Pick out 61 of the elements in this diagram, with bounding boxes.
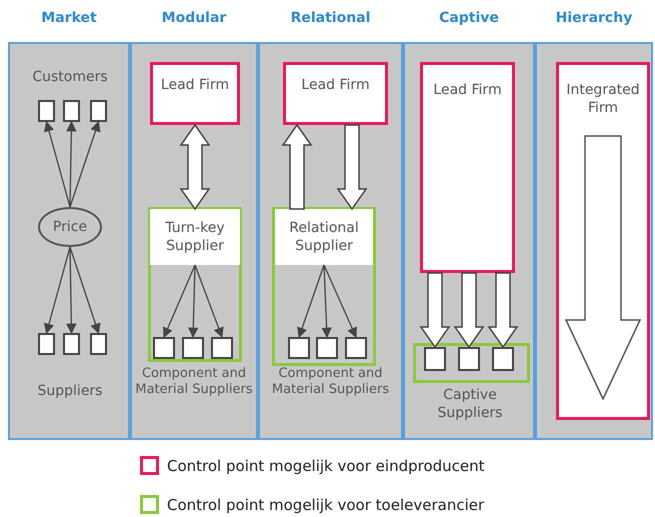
arrow (44, 246, 71, 334)
block-arrow (282, 124, 312, 210)
small-square (38, 333, 55, 355)
text-label: Captive Suppliers (436, 386, 504, 422)
column-header: Modular (160, 10, 228, 26)
small-square (153, 337, 175, 359)
text-label: Component and Material Suppliers (270, 366, 390, 398)
supplier-group-frame (272, 207, 376, 366)
arrow (194, 264, 224, 338)
arrow (323, 264, 357, 338)
small-square (38, 100, 55, 122)
node-label: Turn-key Supplier (164, 219, 226, 255)
supplier-box (150, 209, 240, 265)
firm-box (556, 62, 650, 420)
small-square (182, 337, 204, 359)
arrow (297, 264, 325, 338)
small-square (458, 347, 480, 371)
node-label: Integrated Firm (565, 81, 641, 117)
block-arrow (454, 272, 484, 348)
node-label: Lead Firm (432, 81, 503, 99)
supplier-group-frame (413, 343, 530, 383)
small-square (492, 347, 514, 371)
legend-text: Control point mogelijk voor eindproducent (167, 456, 485, 474)
firm-box (420, 62, 515, 273)
node-label: Lead Firm (300, 76, 371, 94)
supplier-box (275, 209, 373, 265)
arrow (44, 121, 71, 208)
arrow (321, 264, 332, 338)
column-header: Captive (438, 10, 500, 26)
small-square (345, 337, 367, 359)
text-label: Component and Material Suppliers (134, 366, 254, 398)
node-label: Lead Firm (160, 76, 230, 94)
block-arrow (180, 124, 210, 210)
small-square (424, 347, 446, 371)
firm-box (150, 62, 240, 125)
column-header: Market (40, 10, 98, 26)
small-square (63, 100, 80, 122)
column-header: Relational (290, 10, 372, 26)
firm-box (283, 62, 388, 125)
block-arrow (336, 124, 368, 210)
small-square (211, 337, 233, 359)
arrow (69, 246, 100, 334)
node-label: Price (52, 218, 88, 236)
supplier-group-frame (148, 207, 242, 362)
arrow (188, 264, 198, 338)
small-square (90, 100, 107, 122)
text-label: Customers (31, 68, 109, 86)
column-header: Hierarchy (554, 10, 634, 26)
arrow (162, 264, 196, 338)
small-square (90, 333, 107, 355)
arrow (66, 120, 77, 208)
small-square (316, 337, 338, 359)
node-label: Relational Supplier (288, 219, 360, 255)
text-label: Suppliers (36, 382, 104, 400)
block-arrow (488, 272, 518, 348)
arrow (69, 121, 100, 208)
arrow (66, 246, 77, 334)
small-square (63, 333, 80, 355)
small-square (288, 337, 310, 359)
block-arrow (420, 272, 450, 348)
legend-text: Control point mogelijk voor toeleverancier (167, 496, 484, 514)
